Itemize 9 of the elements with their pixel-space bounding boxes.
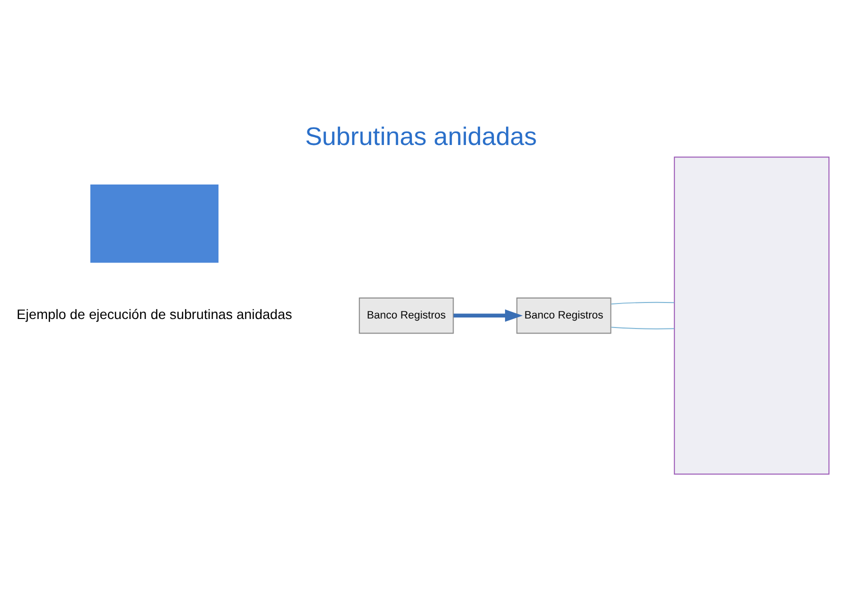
label: Ejemplo de ejecución de subrutinas anidadas	[16, 307, 292, 322]
node-box: Banco Registros	[516, 298, 612, 334]
connector	[610, 326, 675, 330]
node-box	[674, 156, 830, 475]
node-box: Banco Registros	[358, 298, 454, 334]
diagram-title: Subrutinas anidadas	[305, 123, 537, 152]
connector	[610, 302, 675, 304]
arrow	[454, 309, 523, 322]
node-box	[90, 184, 218, 263]
